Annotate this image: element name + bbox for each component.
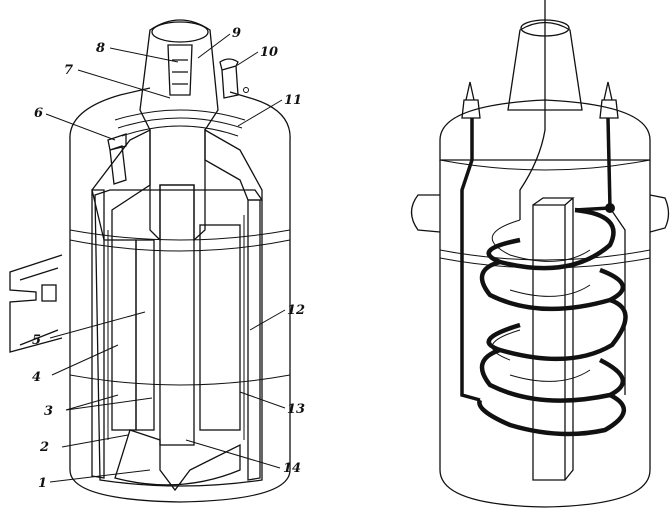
callout-11: 11 (284, 93, 302, 108)
casing-ring-low (69, 374, 291, 386)
casing-ring-top (69, 229, 291, 241)
callout-5: 5 (32, 333, 41, 348)
callout-12: 12 (287, 303, 305, 318)
magnetic-shield (107, 215, 245, 440)
schematic-cap-rim (439, 159, 651, 171)
leader-1 (49, 469, 151, 483)
terminal-left (107, 133, 127, 185)
winding-left-inner (135, 239, 155, 431)
leader-5 (49, 311, 146, 339)
leader-lines (45, 33, 286, 483)
schematic-terminal-left (461, 81, 481, 119)
leader-3b (65, 397, 153, 411)
cutaway-coil (9, 19, 291, 503)
schematic-body (439, 160, 651, 508)
callout-2: 2 (39, 440, 49, 455)
schematic-tab-left (410, 194, 441, 233)
callout-6: 6 (34, 106, 43, 121)
callout-4: 4 (32, 370, 41, 385)
schematic-coil-thick (477, 207, 628, 437)
callout-10: 10 (260, 45, 278, 60)
schematic-terminal-right (599, 81, 619, 119)
shell-wall-right (247, 199, 261, 481)
cutaway-interior (94, 189, 263, 487)
callout-8: 8 (96, 41, 105, 56)
schematic-band (439, 249, 651, 269)
callout-7: 7 (64, 63, 73, 78)
bracket-bolt (41, 284, 57, 302)
center-terminal (167, 44, 193, 96)
schematic-tower (507, 21, 583, 111)
leader-13 (239, 391, 286, 409)
core-base-insulator (114, 429, 241, 492)
schematic-coil-thin (491, 219, 591, 382)
schematic-secondary-link (609, 207, 626, 395)
schematic-cap (439, 99, 651, 161)
top-cover (91, 128, 263, 241)
tower-insulator (139, 19, 219, 242)
leader-2 (61, 434, 129, 448)
leader-4 (51, 344, 119, 376)
casing-ring-mid (69, 239, 291, 252)
central-core (159, 184, 195, 446)
seal-rings (114, 109, 246, 137)
tower-opening (151, 21, 209, 43)
callout-13: 13 (287, 402, 305, 417)
winding-right (199, 224, 241, 431)
callout-9: 9 (232, 26, 241, 41)
leader-11 (237, 99, 283, 127)
leader-3a (65, 394, 119, 411)
schematic-ht-wire (519, 0, 546, 220)
terminal-right-mark (243, 87, 249, 93)
coil-casing (69, 87, 291, 503)
callout-1: 1 (38, 476, 47, 491)
terminal-right (219, 58, 239, 99)
callout-14: 14 (283, 461, 301, 476)
leader-14 (185, 439, 281, 469)
leader-10 (235, 51, 259, 67)
callout-labels: 1 2 3 4 5 6 7 8 9 10 11 12 13 14 (32, 26, 305, 491)
schematic-core (532, 197, 575, 481)
mounting-bracket (9, 254, 63, 353)
leader-12 (249, 309, 286, 331)
leader-8 (109, 47, 179, 63)
shell-wall (91, 189, 105, 479)
leader-6 (45, 113, 116, 141)
schematic-coil (410, 0, 670, 508)
callout-3: 3 (44, 404, 53, 419)
leader-7 (77, 69, 171, 99)
schematic-tab-right (649, 194, 670, 233)
leader-9 (197, 33, 231, 59)
